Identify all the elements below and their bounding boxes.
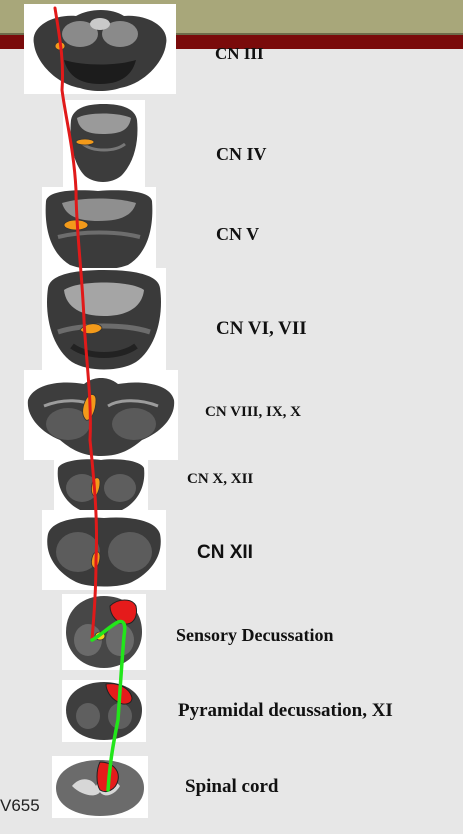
- label-cn3: CN III: [215, 44, 264, 63]
- label-cn4: CN IV: [216, 144, 267, 164]
- slice-cn12: [42, 510, 166, 590]
- lesion-sensory-decussation: [109, 599, 137, 625]
- label-cn8-9-10: CN VIII, IX, X: [205, 404, 301, 420]
- green-tract-line: [90, 619, 127, 792]
- red-tract-line: [53, 6, 99, 642]
- label-cn12: CN XII: [197, 542, 253, 563]
- label-spinal-cord: Spinal cord: [185, 776, 279, 797]
- label-pyramidal-decussation: Pyramidal decussation, XI: [178, 700, 393, 721]
- nucleus-cn4: [75, 138, 95, 146]
- label-cn10-12: CN X, XII: [187, 471, 254, 487]
- slice-cn6-7: [42, 268, 166, 372]
- slice-cn10-12: [54, 458, 148, 516]
- slice-spinal-cord: [52, 756, 148, 818]
- slice-cn8-9-10: [24, 370, 178, 460]
- label-sensory-decussation: Sensory Decussation: [176, 625, 334, 645]
- slice-midbrain-cn3: [24, 4, 176, 94]
- slice-cn4: [63, 100, 145, 188]
- label-cn6-7: CN VI, VII: [216, 318, 307, 339]
- slice-pyramidal-decussation: [62, 680, 146, 742]
- footer-code: V655: [0, 796, 40, 815]
- label-cn5: CN V: [216, 224, 260, 244]
- slice-cn5: [42, 187, 156, 271]
